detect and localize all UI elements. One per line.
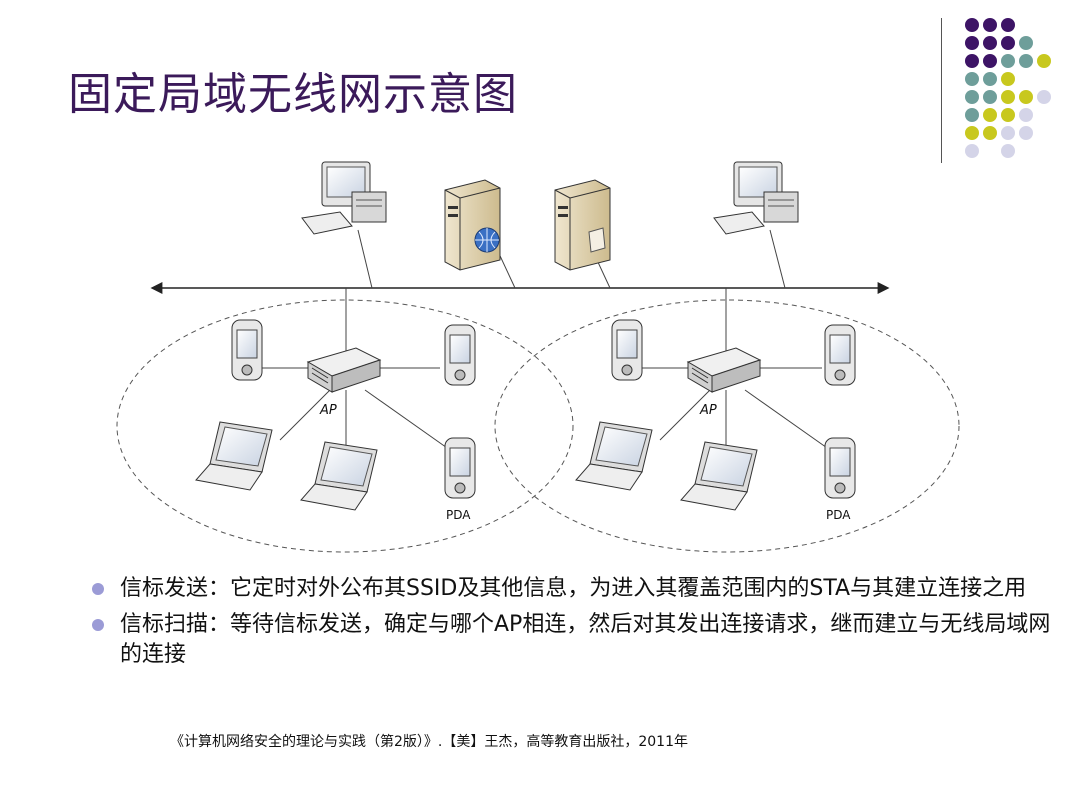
decor-dot [1037, 90, 1051, 104]
decor-dot [965, 144, 979, 158]
bullet-item: 信标发送：它定时对外公布其SSID及其他信息，为进入其覆盖范围内的STA与其建立… [92, 574, 1052, 604]
decor-dot [983, 36, 997, 50]
decor-dot [965, 108, 979, 122]
decor-dot [1001, 126, 1015, 140]
pda-label: PDA [826, 508, 851, 522]
decor-divider [941, 18, 942, 163]
decor-dot [1019, 108, 1033, 122]
laptop-icon [680, 441, 758, 511]
laptop-icon [575, 421, 653, 491]
decor-dot [983, 126, 997, 140]
decor-dot [1019, 54, 1033, 68]
decor-dot [965, 18, 979, 32]
pda-icon [611, 319, 643, 381]
bullet-text: 信标扫描：等待信标发送，确定与哪个AP相连，然后对其发出连接请求，继而建立与无线… [120, 612, 1051, 667]
decor-dot [1019, 36, 1033, 50]
decor-dot-grid [955, 14, 1065, 174]
laptop-icon [195, 421, 273, 491]
pda-icon [824, 437, 856, 499]
decor-dot [965, 90, 979, 104]
access-point-icon [306, 347, 382, 393]
bullet-item: 信标扫描：等待信标发送，确定与哪个AP相连，然后对其发出连接请求，继而建立与无线… [92, 610, 1052, 670]
decor-dot [983, 90, 997, 104]
ap-label: AP [699, 403, 717, 418]
laptop-icon [300, 441, 378, 511]
network-diagram: AP PDA AP [116, 161, 960, 553]
file-server-icon [554, 179, 611, 271]
bullet-text: 信标发送：它定时对外公布其SSID及其他信息，为进入其覆盖范围内的STA与其建立… [120, 576, 1027, 601]
decor-dot [1019, 126, 1033, 140]
bullet-dot-icon [92, 583, 104, 595]
decor-dot [965, 72, 979, 86]
bullet-dot-icon [92, 619, 104, 631]
slide-title: 固定局域无线网示意图 [68, 69, 518, 120]
decor-dot [983, 18, 997, 32]
decor-dot [1001, 108, 1015, 122]
pda-icon [824, 324, 856, 386]
decor-dot [965, 36, 979, 50]
decor-dot [965, 126, 979, 140]
coverage-area-right [494, 299, 960, 553]
web-server-icon [444, 179, 501, 271]
coverage-area-left [116, 299, 574, 553]
decor-dot [1019, 90, 1033, 104]
decor-dot [965, 54, 979, 68]
desktop-computer-icon [713, 161, 799, 235]
access-point-icon [686, 347, 762, 393]
pda-icon [231, 319, 263, 381]
decor-dot [983, 72, 997, 86]
bullet-list: 信标发送：它定时对外公布其SSID及其他信息，为进入其覆盖范围内的STA与其建立… [92, 574, 1052, 676]
decor-dot [983, 54, 997, 68]
decor-dot [1001, 54, 1015, 68]
citation: 《计算机网络安全的理论与实践（第2版）》.【美】王杰，高等教育出版社，2011年 [170, 734, 688, 750]
pda-icon [444, 324, 476, 386]
ap-label: AP [319, 403, 337, 418]
decor-dot [983, 108, 997, 122]
pda-label: PDA [446, 508, 471, 522]
decor-dot [1037, 54, 1051, 68]
decor-dot [1001, 18, 1015, 32]
decor-dot [1001, 36, 1015, 50]
decor-dot [1001, 144, 1015, 158]
decor-dot [1001, 72, 1015, 86]
pda-icon [444, 437, 476, 499]
decor-dot [1001, 90, 1015, 104]
desktop-computer-icon [301, 161, 387, 235]
